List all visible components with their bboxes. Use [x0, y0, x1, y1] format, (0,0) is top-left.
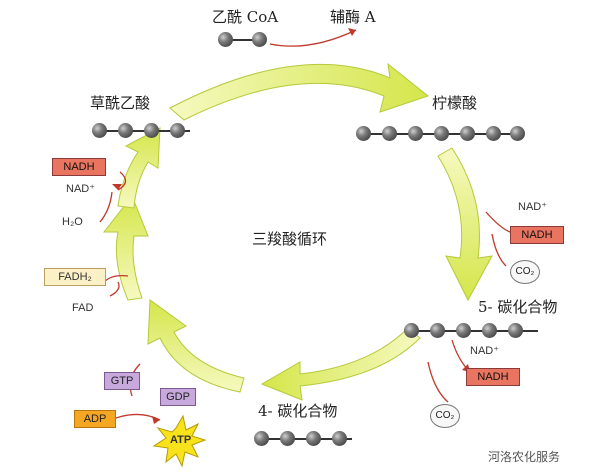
oxaloacetate-atom	[144, 123, 159, 138]
four-carbon-atom	[332, 431, 347, 446]
oxaloacetate-label: 草酰乙酸	[90, 94, 151, 112]
arrow-to-5c	[437, 147, 493, 302]
five-carbon-atom	[508, 323, 523, 338]
citrate-atom	[356, 126, 371, 141]
coenzyme-a-label: 辅酶 A	[330, 8, 376, 26]
citrate-atom	[486, 126, 501, 141]
fadh2-box: FADH₂	[44, 268, 106, 286]
five-carbon-bond	[410, 330, 538, 332]
citrate-atom	[510, 126, 525, 141]
nad-label-right-2: NAD⁺	[470, 345, 500, 357]
oxaloacetate-atom	[170, 123, 185, 138]
nadh-box-right-1: NADH	[510, 226, 564, 244]
nadh-box-left: NADH	[52, 158, 106, 176]
arrow-left-upper	[117, 127, 161, 209]
five-carbon-atom	[456, 323, 471, 338]
four-carbon-atom	[254, 431, 269, 446]
arrow-left-lower	[147, 299, 245, 393]
acetyl-coa-atom	[218, 32, 233, 47]
four-carbon-atom	[306, 431, 321, 446]
acetyl-coa-atom	[252, 32, 267, 47]
nad-label-right-1: NAD⁺	[518, 201, 548, 213]
co2-circle-2: CO₂	[430, 404, 460, 428]
gtp-box: GTP	[104, 372, 140, 390]
citrate-atom	[382, 126, 397, 141]
arrow-to-4c	[260, 327, 421, 401]
gdp-box: GDP	[160, 388, 196, 406]
citrate-atom	[408, 126, 423, 141]
five-carbon-atom	[482, 323, 497, 338]
acetyl-coa-bond	[224, 39, 264, 41]
citrate-atom	[460, 126, 475, 141]
reaction-arrows	[99, 29, 511, 421]
five-carbon-atom	[430, 323, 445, 338]
nad-label-left: NAD⁺	[66, 183, 96, 195]
tca-cycle-title: 三羧酸循环	[252, 230, 328, 248]
adp-box: ADP	[74, 410, 116, 428]
oxaloacetate-atom	[118, 123, 133, 138]
citrate-atom	[434, 126, 449, 141]
arrow-left-middle	[102, 195, 149, 301]
five-carbon-atom	[404, 323, 419, 338]
citrate-label: 柠檬酸	[432, 94, 478, 112]
atp-label: ATP	[170, 434, 192, 446]
h2o-label: H₂O	[62, 216, 83, 228]
fad-label: FAD	[72, 302, 94, 314]
watermark: 河洛农化服务	[488, 450, 561, 464]
co2-circle-1: CO₂	[510, 260, 540, 284]
four-carbon-atom	[280, 431, 295, 446]
arrow-to-citrate	[169, 62, 430, 121]
atp-star-shape	[152, 414, 207, 468]
oxaloacetate-atom	[92, 123, 107, 138]
five-carbon-label: 5- 碳化合物	[478, 298, 558, 316]
acetyl-coa-label: 乙酰 CoA	[212, 8, 279, 26]
four-carbon-label: 4- 碳化合物	[258, 402, 338, 420]
nadh-box-right-2: NADH	[466, 368, 520, 386]
